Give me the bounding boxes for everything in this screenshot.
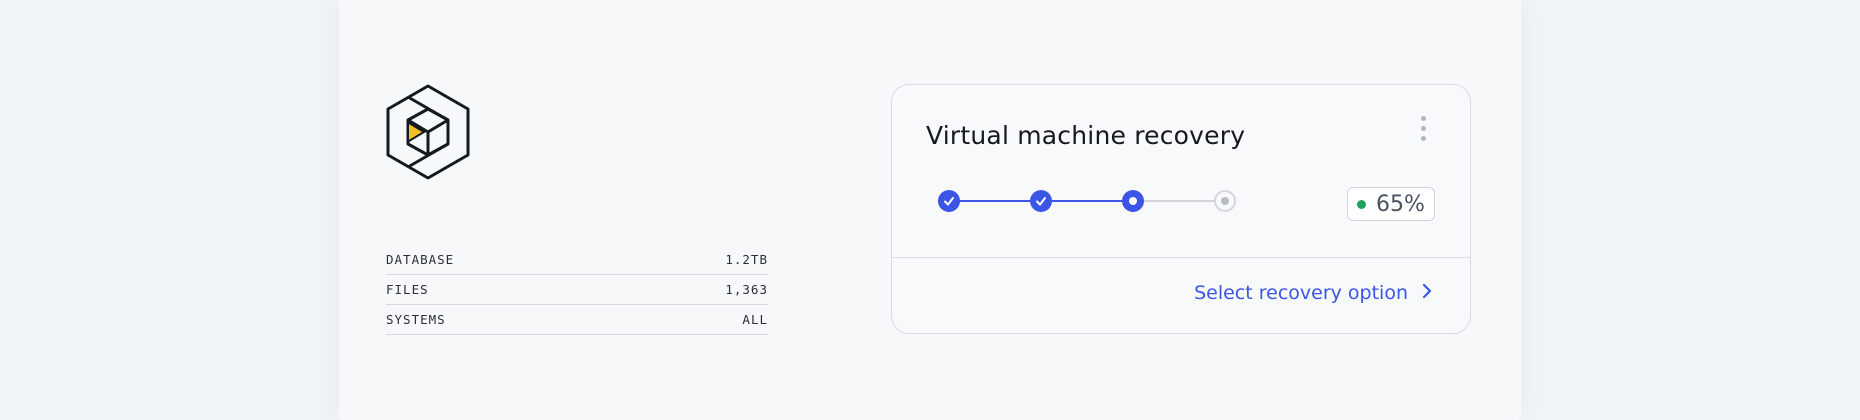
step-connector-pending: [1133, 200, 1225, 202]
progress-stepper: [938, 189, 1238, 213]
kebab-menu-icon[interactable]: [1417, 115, 1429, 143]
step-1-complete: [938, 190, 960, 212]
chevron-right-icon: [1422, 282, 1432, 304]
content-panel: DATABASE 1.2TB FILES 1,363 SYSTEMS ALL V…: [339, 0, 1521, 420]
stat-value: 1,363: [725, 282, 768, 297]
stat-row-systems: SYSTEMS ALL: [386, 305, 768, 335]
progress-badge: 65%: [1347, 187, 1435, 221]
status-dot: [1357, 199, 1367, 209]
select-recovery-option-link[interactable]: Select recovery option: [1194, 282, 1432, 304]
stat-label: FILES: [386, 282, 429, 297]
step-3-current: [1122, 190, 1144, 212]
card-title: Virtual machine recovery: [926, 121, 1246, 150]
card-divider: [892, 257, 1470, 258]
hexagon-cube-logo-icon: [385, 83, 471, 181]
step-2-complete: [1030, 190, 1052, 212]
step-4-pending: [1214, 190, 1236, 212]
check-icon: [1036, 197, 1046, 206]
stat-row-database: DATABASE 1.2TB: [386, 245, 768, 275]
stat-value: ALL: [742, 312, 768, 327]
action-label: Select recovery option: [1194, 282, 1408, 304]
stat-label: SYSTEMS: [386, 312, 446, 327]
stat-label: DATABASE: [386, 252, 455, 267]
progress-percentage: 65%: [1376, 191, 1425, 217]
stat-row-files: FILES 1,363: [386, 275, 768, 305]
stats-table: DATABASE 1.2TB FILES 1,363 SYSTEMS ALL: [386, 245, 768, 335]
recovery-card: Virtual machine recovery: [891, 84, 1471, 334]
check-icon: [944, 197, 954, 206]
stat-value: 1.2TB: [725, 252, 768, 267]
